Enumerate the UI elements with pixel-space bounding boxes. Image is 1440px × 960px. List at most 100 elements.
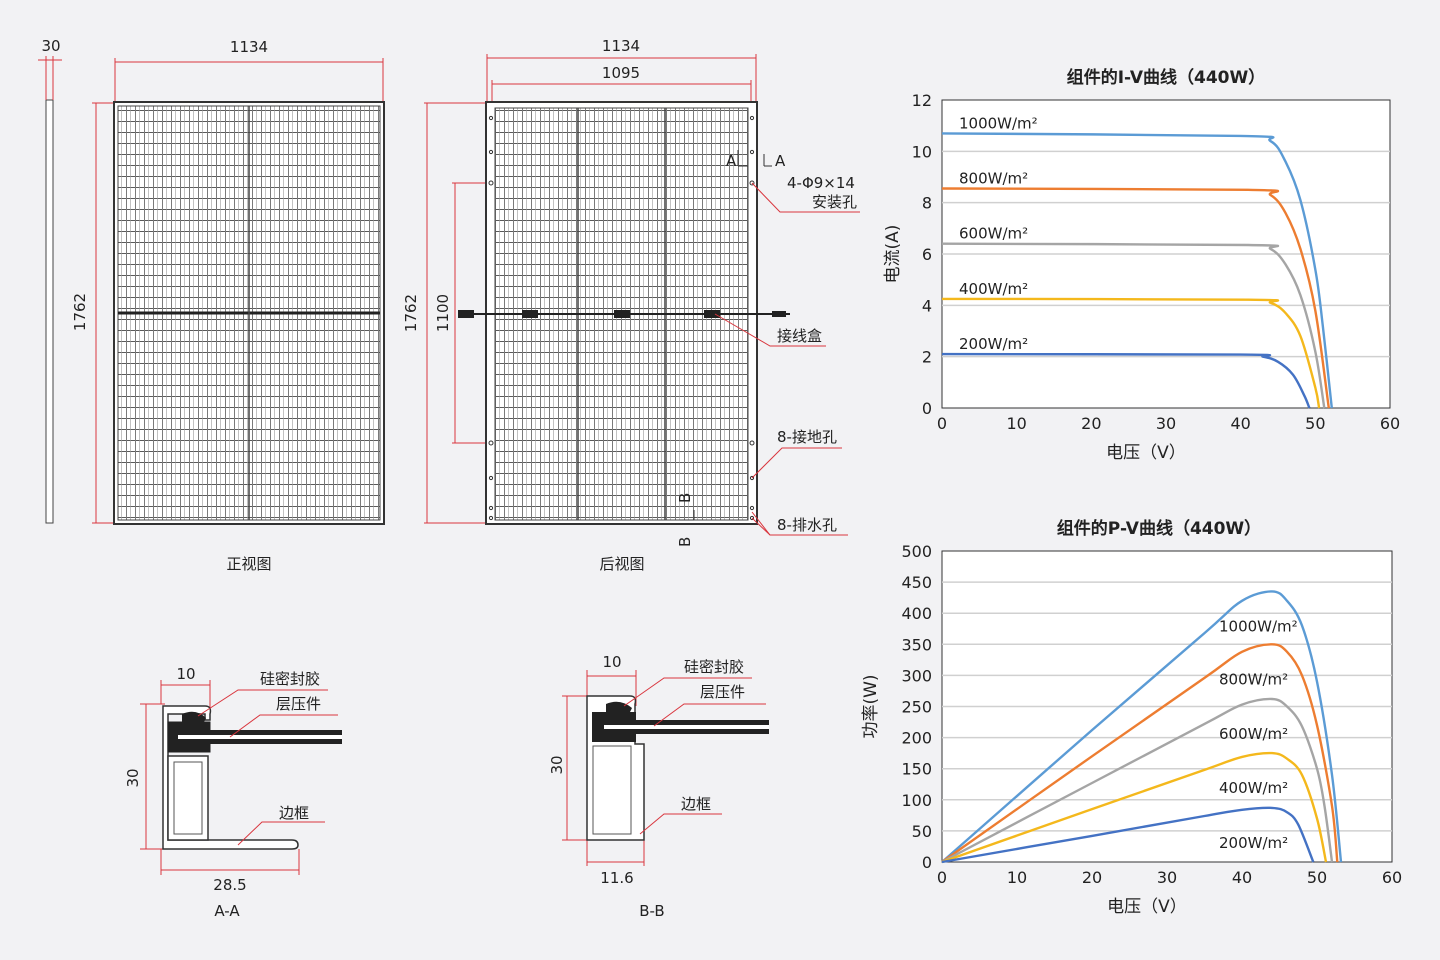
junction-box-icon [704, 310, 720, 318]
section-bb: 10 30 11.6 硅密封胶 层压件 边框 B-B [548, 653, 769, 920]
ground-hole-icon [488, 115, 494, 121]
drain-hole-icon [488, 515, 494, 521]
series-label: 600W/m² [959, 225, 1028, 243]
hole-icon [749, 440, 755, 446]
series-line [941, 806, 1315, 864]
callout-ground: 8-接地孔 [777, 428, 837, 446]
series-label: 1000W/m² [959, 114, 1038, 132]
y-tick-label: 300 [901, 666, 932, 685]
aa-top-dim: 10 [176, 665, 195, 683]
bb-sealant-label: 硅密封胶 [684, 658, 744, 676]
series-label: 800W/m² [1219, 670, 1288, 688]
series-line [941, 297, 1321, 409]
back-inner-width-dim: 1095 [602, 64, 640, 82]
section-a-label-r: A [775, 152, 786, 170]
aa-frame-leader [237, 821, 325, 846]
x-axis-label: 电压（V） [1106, 443, 1186, 463]
hole-icon [488, 180, 494, 186]
bb-sealant [592, 712, 636, 742]
y-tick-label: 150 [901, 760, 932, 779]
series-line [941, 187, 1330, 409]
back-outer-width-dim: 1134 [602, 37, 640, 55]
aa-sealant-label: 硅密封胶 [260, 670, 320, 688]
bb-sealant-leader [623, 677, 752, 707]
hole-spacing-dim: 1100 [434, 294, 452, 332]
bb-frame-leader [639, 813, 722, 835]
y-tick-label: 6 [922, 245, 932, 264]
aa-frame-label: 边框 [279, 804, 309, 822]
bb-frame-label: 边框 [681, 795, 711, 813]
bb-bottom-dim: 11.6 [600, 869, 633, 887]
section-b-label-b: B [676, 537, 694, 547]
hole-icon [488, 440, 494, 446]
x-tick-label: 0 [937, 868, 947, 887]
series-line [941, 352, 1311, 409]
y-tick-label: 8 [922, 194, 932, 213]
back-height-dim: 1762 [402, 294, 420, 332]
y-tick-label: 450 [901, 573, 932, 592]
x-tick-label: 40 [1230, 414, 1250, 433]
junction-box-icon [614, 310, 630, 318]
drain-hole-icon [488, 505, 494, 511]
hole-icon [749, 180, 755, 186]
series-label: 800W/m² [959, 170, 1028, 188]
connector-right-icon [772, 311, 786, 317]
series-label: 200W/m² [1219, 834, 1288, 852]
junction-box-cable [458, 310, 790, 318]
x-tick-label: 50 [1305, 414, 1325, 433]
x-tick-label: 0 [937, 414, 947, 433]
chart-title: 组件的I-V曲线（440W） [1067, 67, 1266, 88]
aa-caption: A-A [214, 902, 240, 920]
x-tick-label: 20 [1082, 868, 1102, 887]
series-label: 200W/m² [959, 335, 1028, 353]
series-line [941, 590, 1343, 863]
aa-height-dim: 30 [124, 768, 142, 787]
section-aa: 10 30 28.5 硅密封胶 层压件 边框 A-A [124, 665, 342, 920]
y-tick-label: 400 [901, 604, 932, 623]
x-tick-label: 60 [1380, 414, 1400, 433]
y-tick-label: 500 [901, 542, 932, 561]
series-label: 400W/m² [1219, 779, 1288, 797]
y-tick-label: 10 [912, 142, 932, 161]
series-line [941, 242, 1326, 409]
aa-sealant-leader [197, 689, 328, 717]
x-tick-label: 50 [1307, 868, 1327, 887]
front-height-dim: 1762 [71, 293, 89, 331]
side-view: 30 [38, 37, 62, 524]
drain-hole-icon [749, 515, 755, 521]
x-tick-label: 30 [1156, 414, 1176, 433]
front-view-caption: 正视图 [226, 555, 271, 573]
callout-ground-leader [751, 447, 842, 479]
drain-hole-icon [749, 505, 755, 511]
y-tick-label: 100 [901, 791, 932, 810]
callout-junction-leader [714, 313, 826, 347]
bb-frame-chamber [592, 745, 632, 835]
front-view: 1134 1762 正视图 [71, 38, 385, 573]
bb-caption: B-B [639, 902, 664, 920]
y-tick-label: 0 [922, 399, 932, 418]
callout-junction-box: 接线盒 [777, 327, 822, 345]
series-line [941, 697, 1334, 864]
series-line [941, 643, 1339, 863]
callout-mounting-spec: 4-Φ9×14 [787, 174, 855, 192]
aa-bottom-dim: 28.5 [213, 876, 246, 894]
bb-laminate-label: 层压件 [700, 683, 745, 701]
y-axis-label: 功率(W) [861, 674, 881, 738]
bb-laminate-leader [653, 703, 766, 727]
ground-hole-icon [749, 475, 755, 481]
side-frame [45, 99, 54, 524]
bb-height-dim: 30 [548, 755, 566, 774]
series-label: 600W/m² [1219, 725, 1288, 743]
series-line [941, 132, 1333, 409]
ground-hole-icon [488, 475, 494, 481]
section-b-label-t: B [676, 493, 694, 503]
y-tick-label: 12 [912, 91, 932, 110]
y-axis-label: 电流(A) [883, 225, 903, 284]
aa-laminate-label: 层压件 [276, 695, 321, 713]
back-view-caption: 后视图 [599, 555, 644, 573]
ground-hole-icon [749, 149, 755, 155]
